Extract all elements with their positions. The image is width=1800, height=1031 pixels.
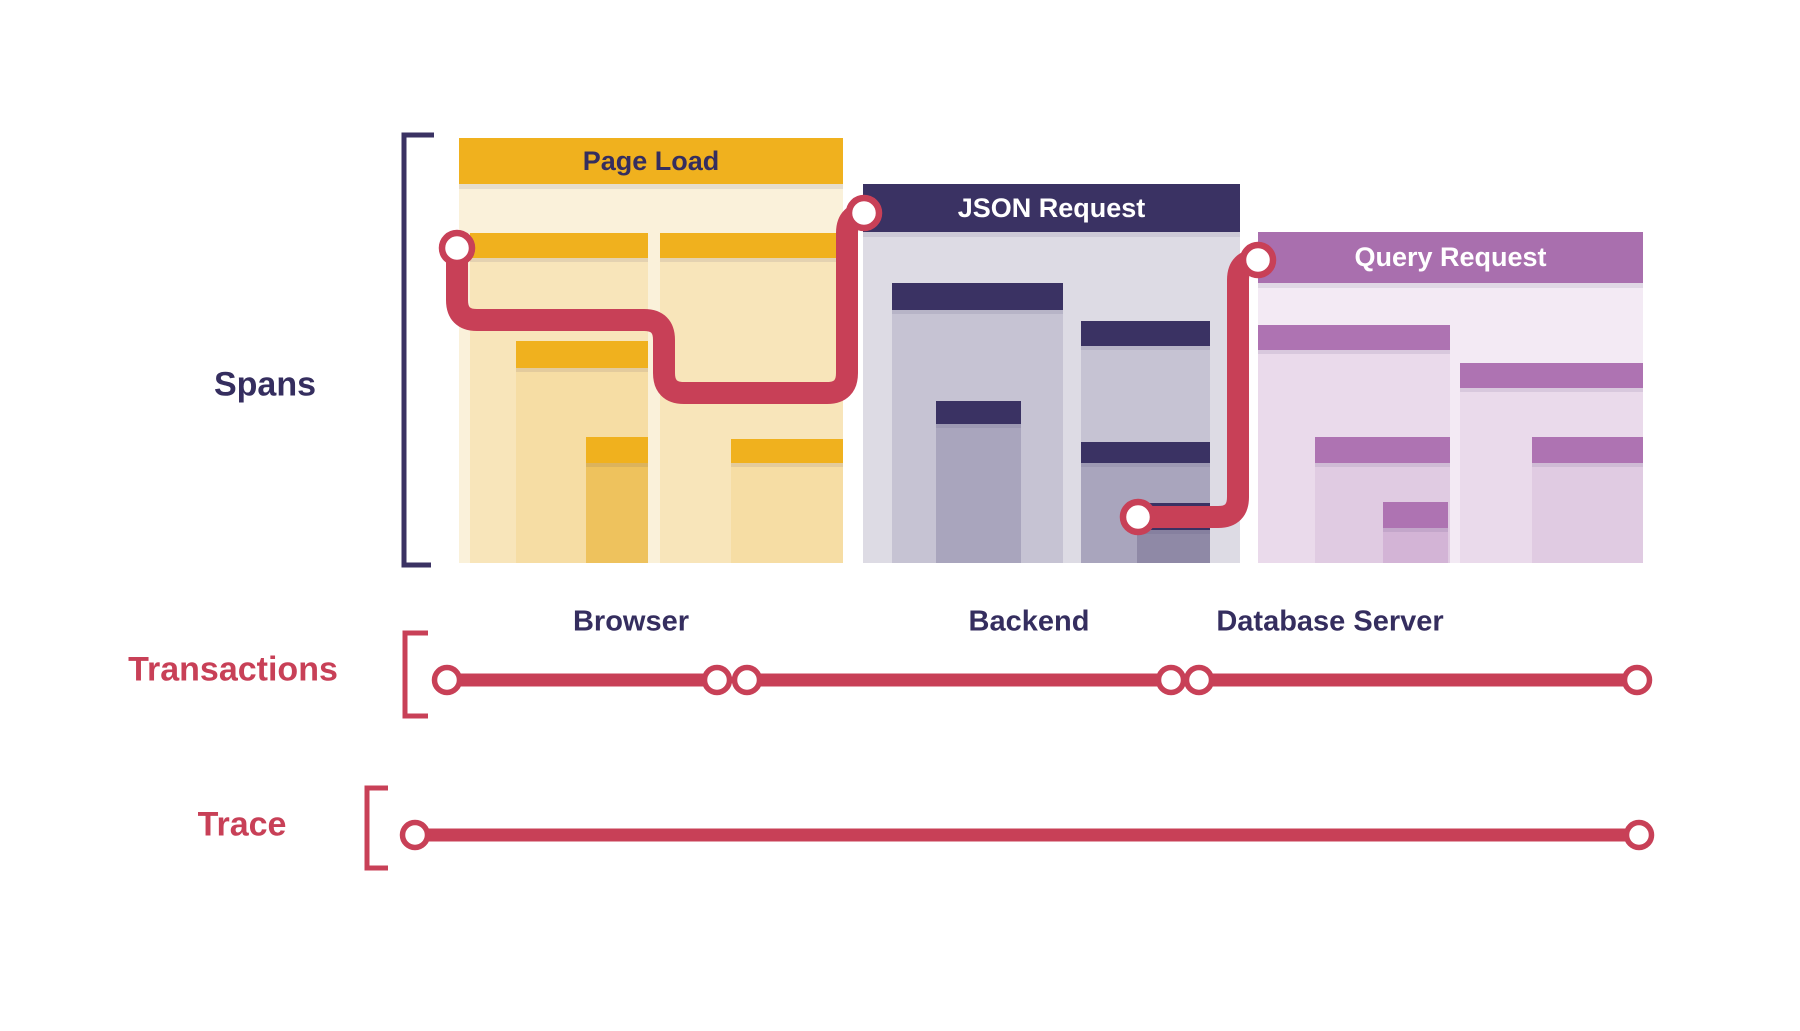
span-header bbox=[731, 439, 843, 463]
span-header bbox=[1383, 502, 1448, 528]
transaction-node bbox=[731, 664, 763, 696]
span-node-json-request bbox=[845, 194, 883, 232]
span-bar bbox=[731, 463, 843, 563]
span-header bbox=[1081, 321, 1210, 346]
span-header bbox=[660, 233, 843, 258]
span-connector-backend-database bbox=[1127, 249, 1269, 528]
tier-label-backend: Backend bbox=[968, 605, 1090, 638]
spans-bracket bbox=[401, 132, 434, 568]
span-header bbox=[1532, 437, 1643, 463]
transaction-node bbox=[1183, 664, 1215, 696]
span-header bbox=[1460, 363, 1643, 388]
transaction-node bbox=[1621, 664, 1653, 696]
transaction-node bbox=[701, 664, 733, 696]
transaction-node bbox=[431, 664, 463, 696]
trace-label: Trace bbox=[197, 805, 287, 844]
span-bar bbox=[1532, 463, 1643, 563]
span-node-query-request bbox=[1239, 241, 1277, 279]
trace-node-start bbox=[399, 819, 431, 851]
span-header bbox=[1315, 437, 1450, 463]
span-header bbox=[936, 401, 1021, 424]
transaction-node bbox=[1155, 664, 1187, 696]
trace-node-end bbox=[1623, 819, 1655, 851]
query-request-title: Query Request bbox=[1258, 232, 1643, 283]
span-bar bbox=[936, 424, 1021, 563]
span-node-query-origin bbox=[1119, 498, 1157, 536]
span-bar bbox=[1137, 530, 1210, 563]
span-bar bbox=[1383, 528, 1448, 563]
span-start-node bbox=[438, 229, 476, 267]
page-load-title: Page Load bbox=[459, 138, 843, 184]
span-header bbox=[516, 341, 648, 368]
span-header bbox=[470, 233, 648, 258]
transactions-label: Transactions bbox=[128, 650, 338, 689]
trace-bracket bbox=[364, 785, 388, 871]
span-header bbox=[892, 283, 1063, 310]
json-request-title: JSON Request bbox=[863, 184, 1240, 232]
panel-query-request: Query Request bbox=[1258, 232, 1643, 563]
span-header bbox=[586, 437, 648, 463]
transactions-bracket bbox=[402, 630, 428, 719]
span-header bbox=[1258, 325, 1450, 350]
tier-label-database-server: Database Server bbox=[1216, 605, 1444, 638]
span-connector-browser-backend bbox=[446, 202, 878, 404]
spans-label: Spans bbox=[213, 365, 317, 404]
panel-page-load: Page Load bbox=[459, 138, 843, 563]
span-bar bbox=[586, 463, 648, 563]
tier-label-browser: Browser bbox=[572, 605, 690, 638]
span-header bbox=[1081, 442, 1210, 463]
